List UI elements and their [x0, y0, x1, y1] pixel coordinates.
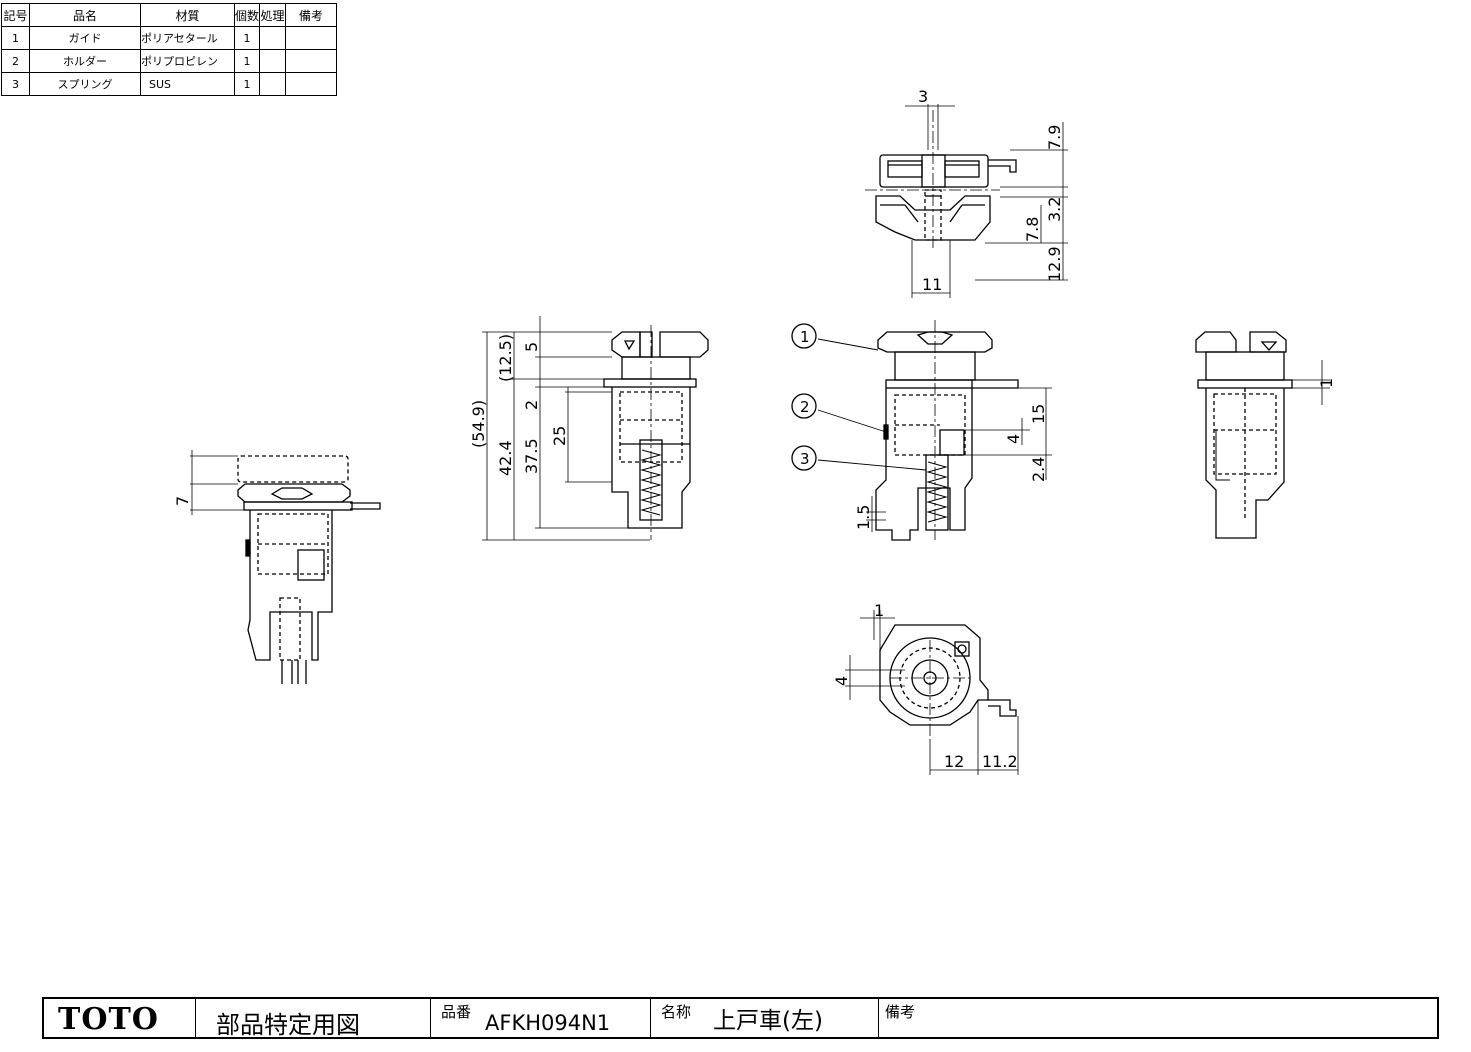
top-view [865, 104, 1068, 298]
header-material: 材質 [140, 3, 235, 27]
cell-material: ポリプロピレン [140, 49, 235, 73]
dim-top-3: 3 [918, 87, 928, 106]
cell-qty: 1 [234, 72, 260, 96]
balloon-label-3: 3 [800, 450, 810, 468]
table-row: 3 スプリング SUS 1 [1, 72, 337, 96]
dim-bottom-4: 4 [832, 676, 851, 686]
balloons [791, 323, 817, 471]
front-view [817, 320, 1052, 541]
balloon-label-1: 1 [800, 328, 810, 346]
header-no: 記号 [1, 3, 30, 27]
dim-front-2-4: 2.4 [1029, 457, 1048, 482]
balloon-3 [791, 445, 817, 471]
dim-side-5: 5 [522, 342, 541, 352]
dim-side-42-4: 42.4 [496, 440, 515, 476]
part-no-cell: 品番 AFKH094N1 [431, 999, 651, 1037]
dim-top-3-2: 3.2 [1045, 197, 1064, 222]
dim-bottom-11-2: 11.2 [982, 752, 1018, 771]
part-no-value: AFKH094N1 [485, 1011, 611, 1035]
toto-logo: TOTO [58, 1002, 159, 1037]
balloon-2 [791, 393, 817, 419]
side-view [482, 316, 709, 541]
cell-material: SUS [140, 72, 235, 96]
header-remarks: 備考 [285, 3, 337, 27]
dim-right-1: 1 [1317, 378, 1336, 388]
name-cell: 名称 上戸車(左) [651, 999, 879, 1037]
dim-side-25: 25 [550, 426, 569, 446]
part-no-label: 品番 [441, 1003, 472, 1021]
dim-top-7-9: 7.9 [1045, 125, 1064, 150]
parts-table: 記号 品名 材質 個数 処理 備考 1 ガイド ポリアセタール 1 2 ホルダー… [1, 3, 337, 96]
logo-cell: TOTO [44, 999, 196, 1037]
right-view [1195, 331, 1330, 539]
cell-no: 3 [1, 72, 30, 96]
dim-top-11: 11 [922, 275, 942, 294]
dim-bottom-1: 1 [874, 601, 884, 620]
name-label: 名称 [661, 1003, 692, 1021]
dim-top-7-8: 7.8 [1023, 217, 1042, 242]
left-view [190, 450, 381, 684]
dim-front-15: 15 [1029, 404, 1048, 424]
dim-left-7: 7 [173, 496, 192, 506]
balloon-1 [791, 323, 817, 349]
dim-side-12-5: (12.5) [496, 334, 515, 382]
dim-bottom-12: 12 [944, 752, 964, 771]
doc-type: 部品特定用図 [216, 1011, 360, 1039]
cell-name: ガイド [29, 26, 141, 50]
bottom-view [845, 610, 1019, 775]
header-treatment: 処理 [259, 3, 286, 27]
doc-type-cell: 部品特定用図 [196, 999, 431, 1039]
cell-remarks [285, 72, 337, 96]
dim-top-12-9: 12.9 [1045, 246, 1064, 282]
cell-treatment [259, 72, 286, 96]
dim-front-4: 4 [1004, 434, 1023, 444]
dim-front-1-5: 1.5 [854, 505, 873, 530]
dim-side-37-5: 37.5 [522, 438, 541, 474]
remarks-label: 備考 [885, 1003, 916, 1021]
cell-name: スプリング [29, 72, 141, 96]
cell-no: 2 [1, 49, 30, 73]
parts-table-header: 記号 品名 材質 個数 処理 備考 [1, 3, 337, 27]
title-block: TOTO 部品特定用図 品番 AFKH094N1 名称 上戸車(左) 備考 [42, 997, 1439, 1039]
dim-side-54-9: (54.9) [469, 400, 488, 448]
dim-side-2: 2 [522, 400, 541, 410]
balloon-label-2: 2 [800, 398, 810, 416]
name-value: 上戸車(左) [713, 1008, 823, 1034]
remarks-cell: 備考 [879, 999, 1437, 1037]
